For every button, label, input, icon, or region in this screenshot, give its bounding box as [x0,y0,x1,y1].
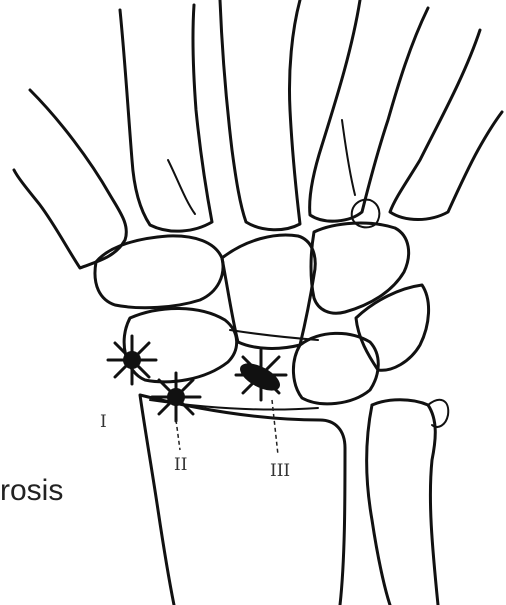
label-type-three: III [270,461,290,481]
ulna [367,400,438,605]
lesion-type-three [236,350,286,400]
forearm-bones [140,395,448,605]
radius [140,395,345,605]
triquetrum [356,285,429,370]
carpal-joint-line [230,330,318,340]
fourth-metacarpal [310,0,428,221]
third-metacarpal [220,0,300,230]
caption-fragment: rosis [0,474,63,507]
hamate [311,223,409,313]
leader-type-three [272,400,278,455]
lesion-type-two [152,373,200,421]
lunate [293,333,378,403]
lesion-type-two-core [167,388,185,406]
metacarpals [14,0,502,268]
lesion-type-one-core [123,351,141,369]
lesion-type-one [108,336,156,384]
leader-type-two [176,420,180,450]
metacarpal-inner-line-a [168,160,195,214]
label-type-two: II [174,455,187,475]
second-metacarpal [120,5,212,231]
first-metacarpal [14,90,126,268]
metacarpal-inner-line-b [342,120,355,195]
trapezium [95,236,223,308]
label-type-one: I [100,412,107,432]
